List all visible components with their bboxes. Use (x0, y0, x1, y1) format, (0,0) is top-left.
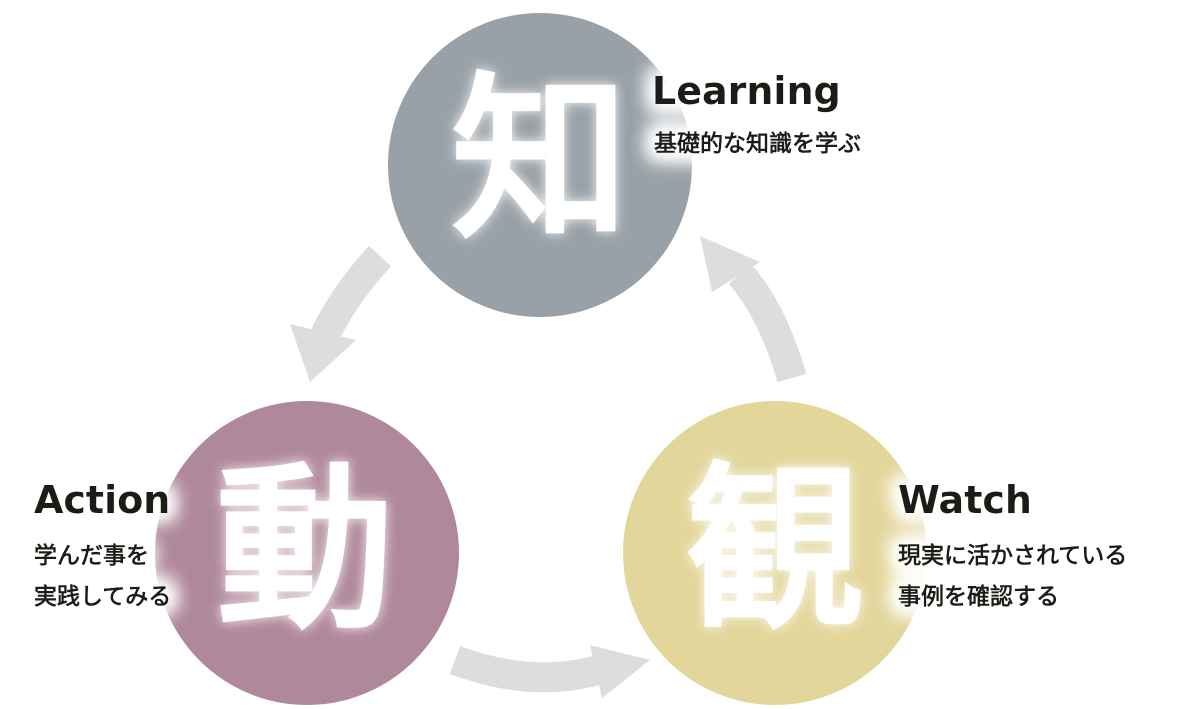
label-watch: Watch 現実に活かされている 事例を確認する (898, 478, 1127, 610)
label-watch-desc-line-2: 事例を確認する (898, 583, 1059, 610)
node-learning-circle (388, 13, 692, 317)
label-action: Action 学んだ事を 実践してみる (34, 478, 171, 610)
node-learning-kanji: 知 (451, 57, 629, 264)
node-watch-circle (623, 401, 927, 705)
node-watch-kanji: 観 (686, 447, 864, 654)
node-action-kanji: 動 (216, 447, 394, 654)
label-watch-desc-line-1: 現実に活かされている (898, 542, 1127, 569)
arrow-action-to-watch-shaft (449, 645, 610, 693)
arrow-learning-to-action-shaft (309, 245, 392, 347)
node-watch: 観 (623, 401, 927, 705)
label-action-desc-line-1: 学んだ事を (34, 542, 149, 569)
label-learning-desc-line-1: 基礎的な知識を学ぶ (654, 130, 861, 157)
arrow-watch-to-learning-shaft (728, 264, 807, 383)
node-learning: 知 (388, 13, 692, 317)
arrow-action-to-watch (449, 645, 650, 698)
label-action-desc-line-2: 実践してみる (34, 583, 171, 610)
arrow-learning-to-action-head (290, 324, 356, 382)
node-action: 動 (155, 401, 459, 705)
label-learning: Learning 基礎的な知識を学ぶ (652, 69, 861, 157)
label-action-title: Action (34, 478, 170, 522)
arrow-action-to-watch-head (590, 645, 650, 698)
label-learning-title: Learning (652, 69, 841, 113)
arrow-watch-to-learning-head (700, 236, 760, 292)
arrow-learning-to-action (290, 245, 392, 382)
label-watch-title: Watch (898, 478, 1032, 522)
node-action-circle (155, 401, 459, 705)
arrow-watch-to-learning (700, 236, 807, 383)
